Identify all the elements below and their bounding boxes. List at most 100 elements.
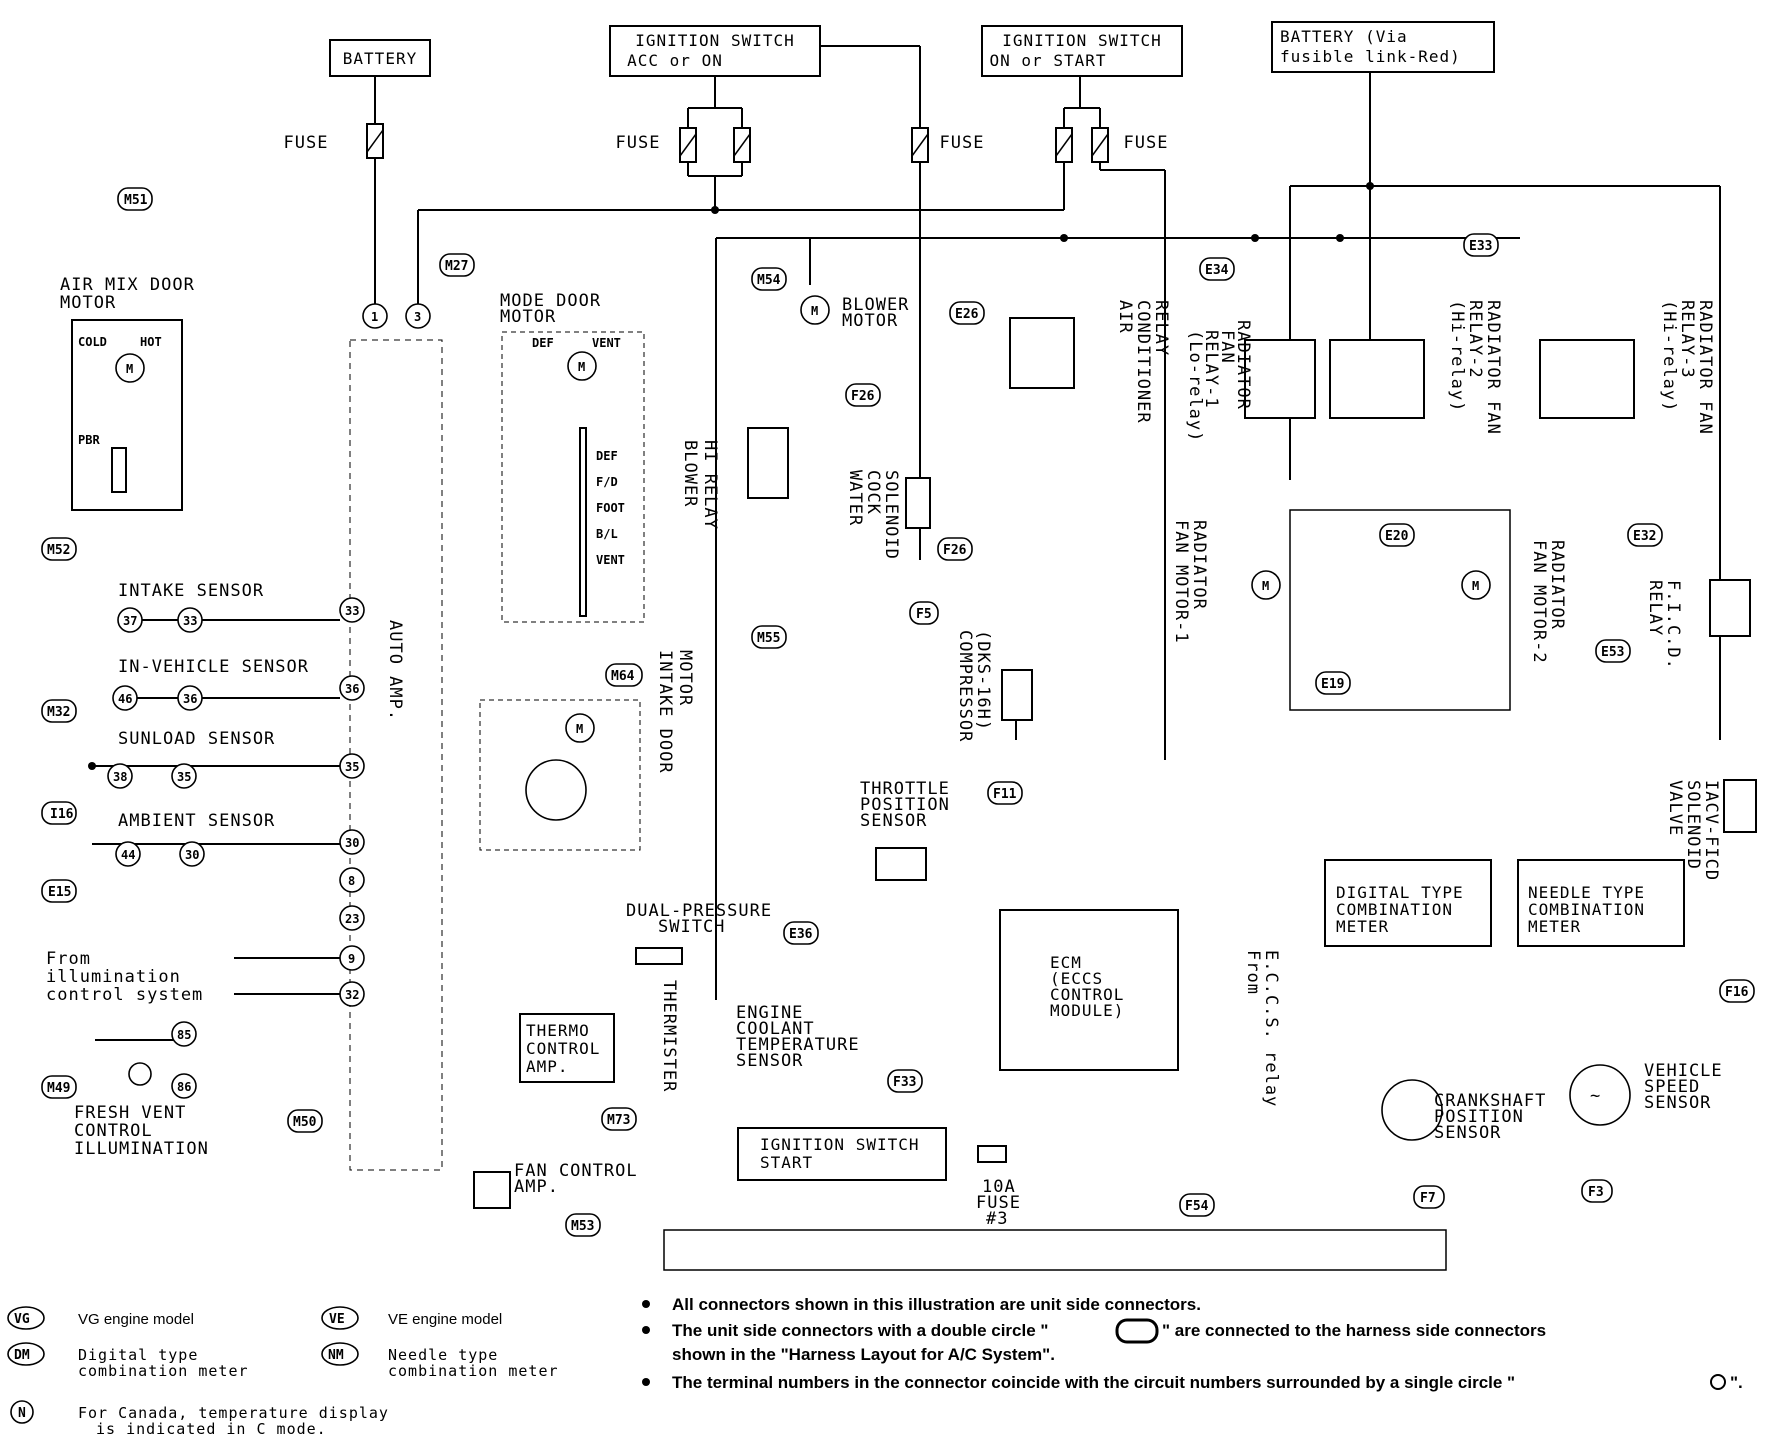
connector-m52: M52 [41,537,77,561]
svg-text:FAN CONTROL: FAN CONTROL [514,1161,638,1181]
svg-text:(Hi-relay): (Hi-relay) [1447,300,1467,412]
svg-text:30: 30 [185,848,199,862]
svg-text:ACC or ON: ACC or ON [627,51,723,70]
connector-m53: M53 [565,1213,601,1237]
svg-text:VE engine model: VE engine model [388,1311,502,1328]
svg-text:AIR MIX DOOR: AIR MIX DOOR [60,275,195,295]
svg-text:F/D: F/D [596,475,618,489]
svg-text:INTAKE SENSOR: INTAKE SENSOR [118,581,264,601]
connector-e36: E36 [783,921,819,945]
svg-text:Digital type: Digital type [78,1346,198,1364]
air-mix-door-motor: AIR MIX DOOR MOTOR COLD HOT M PBR [60,275,195,511]
svg-text:M73: M73 [607,1113,630,1128]
svg-text:COMPRESSOR: COMPRESSOR [955,630,975,742]
svg-text:CRANKSHAFT: CRANKSHAFT [1434,1091,1546,1111]
svg-text:RELAY: RELAY [1151,300,1171,356]
svg-text:VG: VG [14,1312,30,1327]
connector-e26: E26 [949,301,985,325]
svg-text:From: From [1243,950,1263,995]
svg-text:M54: M54 [757,273,781,288]
radiator-fan-motor-1: RADIATOR FAN MOTOR-1 M [1171,509,1511,711]
svg-text:IGNITION SWITCH: IGNITION SWITCH [1002,31,1162,50]
svg-text:ILLUMINATION: ILLUMINATION [74,1139,209,1159]
svg-text:33: 33 [183,614,197,628]
svg-text:32: 32 [345,988,359,1002]
svg-text:POSITION: POSITION [1434,1107,1524,1127]
svg-text:IGNITION SWITCH: IGNITION SWITCH [760,1135,920,1154]
svg-text:F54: F54 [1185,1199,1209,1214]
fuse-label-battery: FUSE [284,133,329,153]
svg-text:F11: F11 [993,787,1017,802]
connector-f7: F7 [1413,1185,1445,1209]
svg-text:37: 37 [123,614,137,628]
connector-f3: F3 [1581,1179,1613,1203]
svg-text:CONDITIONER: CONDITIONER [1133,300,1153,424]
svg-text:DUAL-PRESSURE: DUAL-PRESSURE [626,901,772,921]
svg-text:For Canada, temperature displa: For Canada, temperature display [78,1404,389,1422]
svg-text:SUNLOAD SENSOR: SUNLOAD SENSOR [118,729,275,749]
svg-text:MOTOR: MOTOR [60,293,116,313]
svg-text:MOTOR: MOTOR [842,311,898,331]
coolant-temp-sensor: ENGINE COOLANT TEMPERATURE SENSOR [736,1003,859,1071]
fresh-vent-illumination: FRESH VENT CONTROL ILLUMINATION 85 86 [74,1021,209,1159]
svg-text:E34: E34 [1205,263,1229,278]
svg-text:VALVE: VALVE [1665,780,1685,836]
svg-text:RADIATOR: RADIATOR [1547,540,1567,630]
svg-text:SPEED: SPEED [1644,1077,1700,1097]
ignition-start-box: IGNITION SWITCH START 10A FUSE #3 [737,1127,1021,1229]
svg-text:M51: M51 [124,193,148,208]
svg-text:VE: VE [329,1312,345,1327]
svg-text:M: M [126,362,133,376]
svg-text:RADIATOR: RADIATOR [1189,520,1209,610]
radiator-fan-relay-3: RADIATOR FAN RELAY-3 (Hi-relay) [1539,300,1715,435]
svg-text:HOT: HOT [140,335,162,349]
svg-text:CONTROL: CONTROL [1050,985,1124,1004]
svg-text:control system: control system [46,985,203,1005]
svg-text:M64: M64 [611,669,635,684]
connector-e34: E34 [1199,257,1235,281]
svg-text:AMP.: AMP. [514,1177,559,1197]
svg-text:9: 9 [348,952,355,966]
svg-text:1: 1 [371,310,378,324]
connector-m49: M49 [41,1075,77,1099]
fan-control-amp: FAN CONTROL AMP. [473,1161,638,1209]
svg-text:F16: F16 [1725,985,1749,1000]
intake-door-motor: INTAKE DOOR MOTOR M [479,650,695,851]
svg-text:COLD: COLD [78,335,107,349]
svg-text:WATER: WATER [845,470,865,526]
svg-text:F33: F33 [893,1075,916,1090]
svg-text:VENT: VENT [592,336,621,350]
svg-text:combination meter: combination meter [78,1362,249,1380]
ecm-connector-grid [663,1229,1447,1271]
svg-text:fusible link-Red): fusible link-Red) [1280,47,1461,66]
svg-text:THROTTLE: THROTTLE [860,779,950,799]
svg-text:POSITION: POSITION [860,795,950,815]
svg-text:HI RELAY: HI RELAY [700,440,720,530]
svg-text:THERMO: THERMO [526,1021,590,1040]
svg-text:Needle type: Needle type [388,1346,498,1364]
sunload-sensor: SUNLOAD SENSOR 38 35 35 [88,729,365,789]
svg-text:RELAY-1: RELAY-1 [1201,330,1221,409]
connector-m27: M27 [439,253,475,277]
svg-text:F26: F26 [851,389,875,404]
svg-text:#3: #3 [986,1209,1008,1229]
svg-text:COOLANT: COOLANT [736,1019,815,1039]
legend: VG VG engine model DM Digital type combi… [7,1306,559,1438]
svg-text:M55: M55 [757,631,780,646]
svg-text:FUSE: FUSE [976,1193,1021,1213]
svg-text:illumination: illumination [46,967,181,987]
svg-text:BLOWER: BLOWER [842,295,909,315]
connector-m73: M73 [601,1107,637,1131]
radiator-fan-motor-2: RADIATOR FAN MOTOR-2 M [1461,540,1567,664]
svg-text:E36: E36 [789,927,813,942]
svg-text:38: 38 [113,770,127,784]
svg-text:M32: M32 [47,705,70,720]
svg-text:F26: F26 [943,543,967,558]
svg-text:E26: E26 [955,307,979,322]
svg-text:combination meter: combination meter [388,1362,559,1380]
svg-text:35: 35 [345,760,359,774]
connector-m50: M50 [287,1109,323,1133]
svg-text:START: START [760,1153,813,1172]
svg-text:44: 44 [121,848,135,862]
svg-text:RELAY-3: RELAY-3 [1677,300,1697,379]
